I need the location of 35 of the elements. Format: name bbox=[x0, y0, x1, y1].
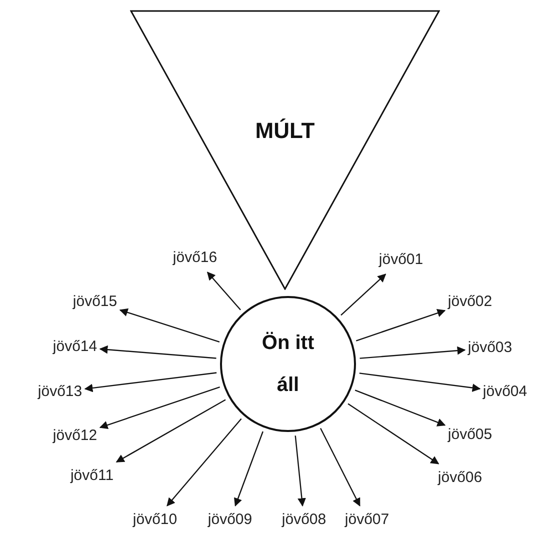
future-label: jövő01 bbox=[378, 248, 424, 272]
arrow bbox=[234, 431, 264, 507]
arrow bbox=[359, 372, 481, 392]
triangle-label: MÚLT bbox=[255, 117, 315, 145]
arrow bbox=[84, 372, 217, 392]
future-label: jövő10 bbox=[132, 508, 178, 532]
future-label: jövő05 bbox=[448, 424, 492, 446]
arrow bbox=[360, 346, 466, 359]
future-label: jövő09 bbox=[208, 508, 252, 532]
arrow bbox=[119, 308, 220, 343]
future-label: jövő07 bbox=[344, 508, 390, 532]
arrow bbox=[99, 386, 220, 430]
arrow bbox=[356, 309, 446, 342]
arrow bbox=[294, 436, 306, 507]
future-label: jövő12 bbox=[52, 424, 98, 448]
arrow bbox=[99, 345, 216, 359]
future-label: jövő04 bbox=[482, 380, 528, 404]
future-label: jövő02 bbox=[448, 290, 492, 314]
arrow bbox=[166, 418, 242, 506]
circle-label: Ön itt áll bbox=[260, 330, 316, 398]
future-label: jövő06 bbox=[438, 466, 482, 490]
arrow bbox=[354, 390, 446, 426]
arrow bbox=[320, 428, 360, 506]
triangle-shape bbox=[130, 10, 440, 290]
arrow bbox=[206, 272, 241, 310]
future-label: jövő11 bbox=[70, 464, 114, 488]
future-label: jövő15 bbox=[72, 290, 118, 314]
future-label: jövő16 bbox=[172, 246, 218, 270]
arrow bbox=[348, 403, 440, 464]
arrow bbox=[116, 399, 226, 462]
future-label: jövő14 bbox=[52, 336, 98, 358]
future-label: jövő08 bbox=[282, 508, 326, 532]
future-label: jövő03 bbox=[468, 336, 512, 360]
arrow bbox=[340, 274, 386, 316]
future-label: jövő13 bbox=[38, 380, 82, 404]
